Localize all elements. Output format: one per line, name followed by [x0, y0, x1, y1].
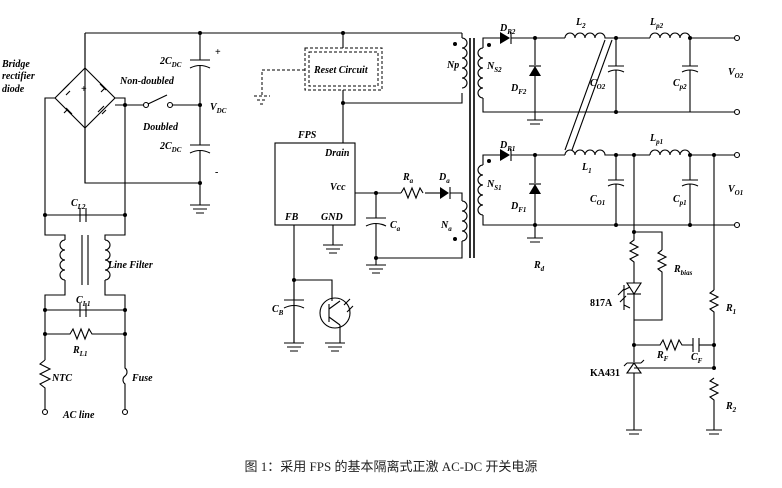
- doubler-switch: [142, 94, 200, 109]
- rl1-label: RL1: [72, 345, 87, 358]
- cb-capacitor: [283, 280, 305, 352]
- df1-label: DF1: [510, 201, 526, 214]
- vo2-label: VO2: [728, 67, 744, 80]
- ac-line-label: AC line: [62, 410, 95, 421]
- bridge-rectifier: +: [44, 33, 143, 215]
- cb-label: CB: [272, 304, 284, 317]
- gnd-pin-label: GND: [321, 212, 343, 223]
- ka431-label: KA431: [590, 368, 620, 379]
- opto-transistor: [319, 295, 354, 352]
- cl1-label: CL1: [76, 295, 90, 308]
- co1-label: CO1: [590, 194, 605, 207]
- coupled-inductor-link: [564, 39, 606, 151]
- ns1-label: NS1: [486, 179, 502, 192]
- dr2-label: DR2: [499, 23, 516, 36]
- svg-text:+: +: [81, 84, 87, 95]
- da-label: Da: [438, 172, 450, 185]
- vdc-label: VDC: [210, 102, 227, 115]
- l1-label: L1: [581, 162, 592, 175]
- r1-label: R1: [725, 303, 736, 316]
- aux-winding-network: [365, 186, 468, 274]
- rf-label: RF: [656, 350, 669, 363]
- line-filter: [43, 208, 127, 360]
- lp2-label: Lp2: [649, 17, 664, 30]
- cf-label: CF: [691, 352, 703, 365]
- drain-pin-label: Drain: [324, 148, 350, 159]
- lp1-label: Lp1: [649, 133, 663, 146]
- cp2-label: Cp2: [673, 78, 687, 91]
- vcc-pin-label: Vcc: [330, 182, 346, 193]
- line-filter-label: Line Filter: [107, 260, 153, 271]
- bridge-label-3: diode: [2, 84, 25, 95]
- c2dc-bottom-label: 2CDC: [159, 141, 182, 154]
- fps-label: FPS: [297, 130, 317, 141]
- figure-caption: 图 1：采用 FPS 的基本隔离式正激 AC-DC 开关电源: [245, 459, 538, 474]
- ns2-label: NS2: [486, 61, 502, 74]
- top-bus-wire: [84, 31, 462, 184]
- coupled-inductor-link-2: [571, 39, 613, 151]
- reset-circuit: [254, 33, 463, 143]
- df2-label: DF2: [510, 83, 527, 96]
- fuse-label: Fuse: [131, 373, 153, 384]
- bridge-label-2: rectifier: [2, 71, 35, 82]
- secondary-output-2: [477, 32, 741, 125]
- ntc-label: NTC: [51, 373, 72, 384]
- ntc-fuse-acline: [38, 359, 129, 416]
- minus-label: -: [215, 167, 218, 178]
- r2-label: R2: [725, 401, 737, 414]
- reset-circuit-label: Reset Circuit: [313, 65, 369, 76]
- transformer-primary: [453, 33, 475, 258]
- doubled-label: Doubled: [142, 122, 179, 133]
- bridge-label-1: Bridge: [1, 59, 30, 70]
- plus-label: +: [215, 47, 221, 58]
- opto-label: 817A: [590, 298, 613, 309]
- dr1-label: DR1: [499, 140, 515, 153]
- na-label: Na: [440, 220, 452, 233]
- dc-capacitors: [189, 33, 211, 214]
- cp1-label: Cp1: [673, 194, 687, 207]
- feedback-network: [617, 155, 722, 435]
- np-label: Np: [446, 60, 459, 71]
- fb-pin-label: FB: [284, 212, 299, 223]
- rd-label: Rd: [533, 260, 545, 273]
- cl2-label: CL2: [71, 198, 86, 211]
- c2dc-top-label: 2CDC: [159, 56, 182, 69]
- vo1-label: VO1: [728, 184, 743, 197]
- l2-label: L2: [575, 17, 586, 30]
- secondary-output-1: [477, 149, 741, 243]
- ca-label: Ca: [390, 220, 401, 233]
- non-doubled-label: Non-doubled: [119, 76, 175, 87]
- ra-label: Ra: [402, 172, 414, 185]
- co2-label: CO2: [590, 78, 606, 91]
- rbias-label: Rbias: [673, 264, 693, 277]
